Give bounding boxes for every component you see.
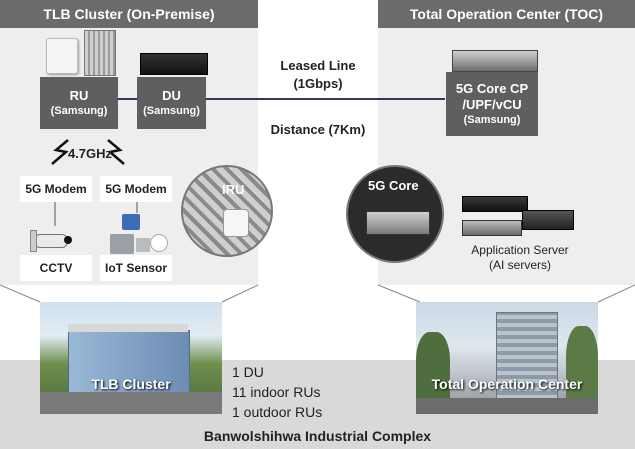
right-panel-header: Total Operation Center (TOC) xyxy=(378,0,635,28)
core-photo-label: 5G Core xyxy=(368,178,419,193)
stat-indoor-rus: 11 indoor RUs xyxy=(232,384,321,400)
ru-radio-icon xyxy=(46,38,78,74)
leased-line-label: Leased Line xyxy=(280,58,356,73)
cctv-camera-icon xyxy=(30,228,78,254)
du-server-icon xyxy=(140,53,208,75)
ru-outdoor-icon xyxy=(84,30,116,76)
du-box: DU (Samsung) xyxy=(137,77,206,129)
left-slant-2 xyxy=(221,284,259,303)
right-slant xyxy=(377,284,421,303)
app-server-label: Application Server xyxy=(471,243,569,257)
app-server-icon-1 xyxy=(462,196,528,212)
core-line2: /UPF/vCU xyxy=(462,97,522,112)
distance-label: Distance (7Km) xyxy=(270,122,366,137)
ru-title: RU xyxy=(69,88,89,103)
left-panel-header: TLB Cluster (On-Premise) xyxy=(0,0,258,28)
tlb-photo-label: TLB Cluster xyxy=(91,376,171,392)
iot-sensor-icon xyxy=(106,214,168,258)
ru-box: RU (Samsung) xyxy=(40,77,118,129)
core-photo xyxy=(346,165,444,263)
core-server-icon xyxy=(452,50,538,72)
toc-photo-label: Total Operation Center xyxy=(431,376,583,392)
modem-1: 5G Modem xyxy=(20,176,92,202)
footer-title: Banwolshihwa Industrial Complex xyxy=(203,428,432,444)
right-slant-2 xyxy=(597,284,635,303)
lightning-right-icon xyxy=(107,139,125,165)
du-vendor: (Samsung) xyxy=(143,105,200,117)
app-server-icon-2 xyxy=(522,210,574,230)
device-iot-sensor: IoT Sensor xyxy=(100,255,172,281)
du-title: DU xyxy=(162,88,181,103)
toc-photo xyxy=(416,302,598,414)
leased-line-bandwidth: (1Gbps) xyxy=(293,76,343,91)
lightning-left-icon xyxy=(51,139,69,165)
stat-outdoor-rus: 1 outdoor RUs xyxy=(232,404,323,420)
iru-photo xyxy=(181,165,273,257)
core-vendor: (Samsung) xyxy=(463,114,521,126)
core-line1: 5G Core CP xyxy=(455,81,529,96)
left-slant xyxy=(0,284,41,303)
ru-vendor: (Samsung) xyxy=(50,105,108,117)
stat-du: 1 DU xyxy=(232,364,264,380)
modem-2: 5G Modem xyxy=(100,176,172,202)
device-cctv: CCTV xyxy=(20,255,92,281)
app-server-sub: (AI servers) xyxy=(488,258,551,272)
app-server-icon-3 xyxy=(462,220,522,236)
frequency-label: 4.7GHz xyxy=(67,146,113,161)
tlb-cluster-photo xyxy=(40,302,222,414)
iru-label: IRU xyxy=(222,182,245,197)
core-box: 5G Core CP /UPF/vCU (Samsung) xyxy=(446,72,538,136)
